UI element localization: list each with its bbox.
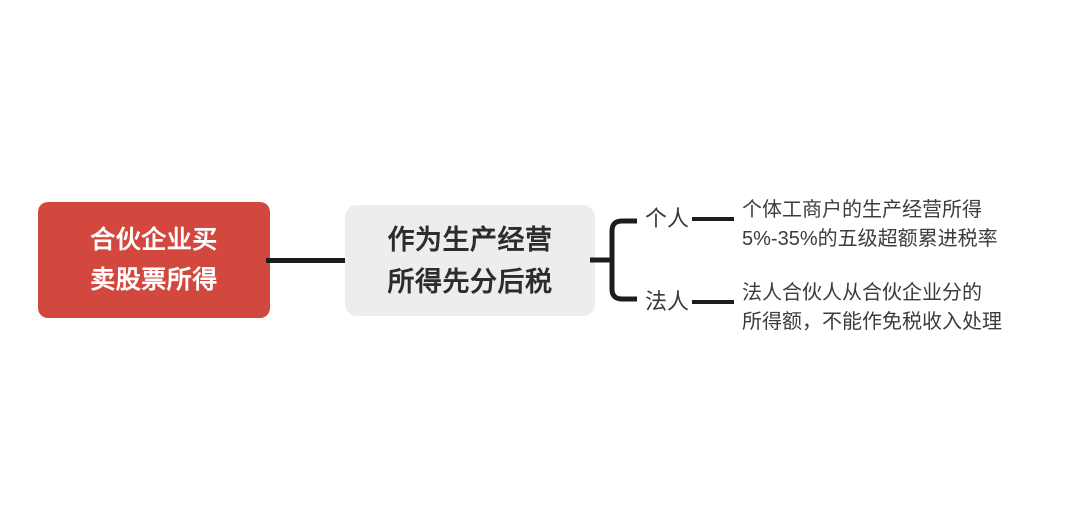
sub-branch-label-individual[interactable]: 个人 (645, 206, 690, 231)
branch-node-line-1: 作为生产经营 (387, 224, 553, 255)
connector-root-to-branch (266, 258, 348, 263)
detail-individual-line-2: 5%-35%的五级超额累进税率 (742, 228, 998, 250)
detail-individual-line-1: 个体工商户的生产经营所得 (742, 199, 982, 221)
detail-text-legal-person: 法人合伙人从合伙企业分的 所得额，不能作免税收入处理 (742, 279, 1042, 337)
detail-legal-person-line-2: 所得额，不能作免税收入处理 (742, 311, 1002, 333)
root-node-line-1: 合伙企业买 (90, 226, 218, 254)
root-node[interactable]: 合伙企业买 卖股票所得 (38, 202, 270, 318)
branch-node-line-2: 所得先分后税 (387, 266, 553, 297)
detail-legal-person-line-1: 法人合伙人从合伙企业分的 (742, 282, 982, 304)
sub-branch-label-legal-person[interactable]: 法人 (645, 289, 690, 314)
root-node-line-2: 卖股票所得 (90, 266, 218, 294)
connector-individual-to-detail (692, 217, 734, 221)
connector-legal-person-to-detail (692, 300, 734, 304)
branch-node[interactable]: 作为生产经营 所得先分后税 (345, 205, 595, 316)
bracket-connector-icon (590, 218, 637, 302)
detail-text-individual: 个体工商户的生产经营所得 5%-35%的五级超额累进税率 (742, 196, 1042, 254)
